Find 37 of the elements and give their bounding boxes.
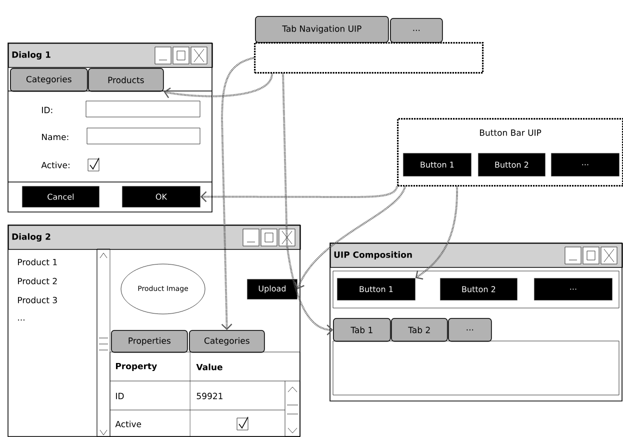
button: Button 1 (337, 278, 416, 300)
table-cell-text: 59921 (196, 392, 222, 400)
button: Upload (247, 279, 298, 300)
list-item: Product 1 (18, 258, 57, 266)
arrow (282, 74, 333, 336)
arrow (294, 186, 406, 290)
button: Button 1 (403, 153, 472, 176)
tab: Tab 1 (333, 318, 391, 342)
tab: ... (448, 318, 492, 342)
column-header: Value (196, 364, 222, 370)
field-label: Name: (42, 134, 68, 140)
tab: Tab 2 (391, 318, 448, 342)
tab: Categories (189, 330, 265, 353)
button: OK (122, 186, 200, 208)
arrow (200, 186, 398, 202)
column-header: Property (116, 362, 157, 372)
button: Button 2 (440, 278, 518, 300)
tab: Properties (111, 330, 188, 353)
button: ... (534, 278, 612, 300)
table-cell-text: Active (115, 420, 142, 428)
tab: ... (390, 18, 443, 43)
list-item: ... (18, 319, 24, 321)
field-label: Active: (41, 162, 70, 168)
tab: Tab Navigation UIP (255, 16, 389, 43)
button: ... (551, 153, 620, 176)
button: Button 2 (478, 153, 546, 176)
dashed-panel (254, 42, 484, 74)
button: Cancel (22, 186, 100, 208)
arrow (164, 73, 273, 98)
field-label: ID: (42, 106, 52, 114)
list-item: Product 3 (18, 296, 57, 304)
tab: Products (88, 68, 164, 92)
list-item: Product 2 (18, 278, 57, 284)
arrow (415, 186, 458, 280)
tab: Categories (10, 68, 88, 92)
arrow (221, 56, 254, 330)
table-cell-text: ID (116, 392, 124, 400)
